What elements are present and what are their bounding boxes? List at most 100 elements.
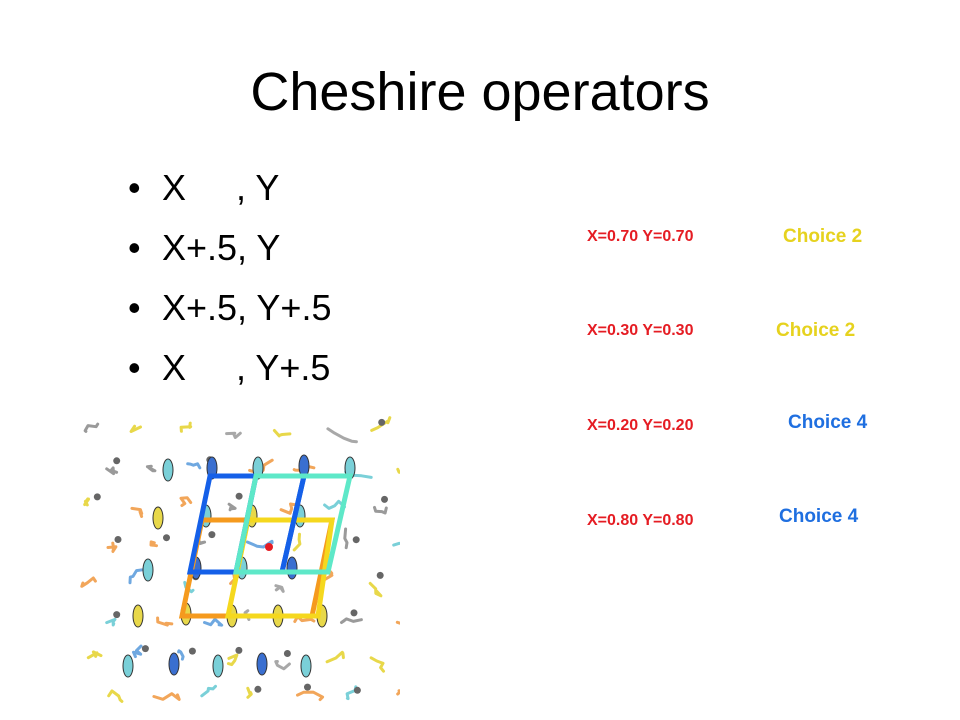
atom-dot: [235, 646, 243, 654]
molecule-fragment: [152, 692, 181, 701]
molecule-fragment: [392, 541, 400, 547]
atom-dot: [254, 685, 262, 693]
molecule-fragment: [86, 650, 103, 660]
atom-dot: [304, 683, 311, 691]
molecule-fragment: [296, 690, 325, 702]
atom-dot: [141, 645, 149, 653]
atom-dot: [378, 418, 386, 426]
unit-cell-orange: [178, 517, 336, 619]
symmetry-axis-marker: [212, 654, 224, 678]
molecule-fragment: [107, 689, 124, 703]
atom-dot: [93, 493, 101, 501]
molecule-fragment: [225, 431, 242, 439]
atom-dot: [381, 495, 388, 503]
symmetry-axis-marker: [168, 652, 180, 676]
choice-label: Choice 2: [783, 226, 863, 247]
molecule-fragment: [200, 684, 217, 698]
molecule-fragment: [323, 499, 346, 510]
symmetry-axis-marker: [132, 604, 144, 628]
molecule-fragment: [203, 617, 224, 627]
molecule-fragment: [186, 462, 202, 470]
molecule-fragment: [370, 416, 392, 432]
bullet-dot: •: [128, 167, 141, 208]
bullet-list: • X , Y • X+.5, Y • X+.5, Y+.5 • X , Y+.5: [128, 158, 331, 398]
molecule-fragment: [343, 527, 349, 550]
choice-label: Choice 4: [779, 506, 859, 527]
molecule-fragment: [274, 660, 291, 671]
molecule-fragment: [245, 539, 274, 549]
molecule-fragment: [368, 581, 383, 598]
origin-point: [265, 543, 273, 551]
molecule-fragment: [226, 653, 239, 667]
molecule-fragment: [145, 464, 157, 473]
atom-dot: [188, 647, 196, 655]
bullet-text: X , Y: [162, 167, 280, 208]
atom-dot: [208, 531, 216, 539]
bullet-text: X+.5, Y: [162, 227, 281, 268]
molecule-fragment: [106, 541, 118, 553]
molecule-fragment: [83, 497, 91, 507]
molecule-fragment: [396, 689, 400, 696]
bullet-dot: •: [128, 287, 141, 328]
molecule-fragment: [83, 422, 100, 433]
molecule-fragment: [325, 650, 345, 664]
symmetry-axis-marker: [152, 506, 164, 530]
molecule-fragment: [177, 649, 185, 661]
coord-label: X=0.70 Y=0.70: [587, 228, 694, 245]
molecule-fragment: [130, 506, 144, 518]
symmetry-axis-marker: [286, 556, 298, 580]
bullet-text: X , Y+.5: [162, 347, 331, 388]
molecule-fragment: [272, 429, 292, 438]
bullet-text: X+.5, Y+.5: [162, 287, 332, 328]
symmetry-axis-marker: [122, 654, 134, 678]
molecule-fragment: [326, 427, 358, 444]
unit-cell-yellow: [224, 517, 335, 619]
unit-cell-cyan: [232, 473, 354, 575]
symmetry-axis-marker: [162, 458, 174, 482]
molecule-fragment: [80, 576, 97, 588]
molecule-fragment: [129, 424, 142, 433]
atom-dot: [283, 650, 291, 657]
molecule-fragment: [369, 656, 385, 673]
molecule-fragment: [373, 505, 388, 515]
symmetry-axis-marker: [256, 652, 268, 676]
bullet-item: • X , Y: [128, 158, 331, 218]
bullet-item: • X , Y+.5: [128, 338, 331, 398]
molecule-fragment: [292, 532, 302, 552]
coord-label: X=0.20 Y=0.20: [587, 417, 694, 434]
coord-label: X=0.80 Y=0.80: [587, 512, 694, 529]
bullet-item: • X+.5, Y: [128, 218, 331, 278]
atom-dot: [350, 609, 358, 617]
molecule-fragment: [132, 644, 143, 659]
bullet-dot: •: [128, 227, 141, 268]
molecule-fragment: [279, 502, 298, 515]
molecule-fragment: [395, 620, 400, 625]
molecule-fragment: [105, 617, 117, 627]
molecule-fragment: [128, 568, 145, 585]
molecule-fragment: [156, 616, 174, 627]
molecule-fragment: [105, 466, 119, 476]
molecule-fragment: [246, 686, 253, 699]
atom-dot: [113, 611, 121, 619]
bullet-item: • X+.5, Y+.5: [128, 278, 331, 338]
atom-dot: [376, 571, 384, 579]
molecule-fragment: [179, 421, 193, 433]
molecule-fragment: [179, 496, 193, 507]
bullet-dot: •: [128, 347, 141, 388]
molecule-fragment: [396, 467, 400, 474]
crystal-packing-diagram-icon: [80, 416, 400, 703]
symmetry-axis-marker: [300, 654, 312, 678]
unit-cell-overlays: [178, 473, 354, 619]
choice-label: Choice 4: [788, 412, 868, 433]
atom-dot: [353, 686, 361, 694]
atom-dot: [352, 536, 360, 544]
slide-title: Cheshire operators: [250, 62, 710, 122]
atom-dot: [113, 457, 121, 465]
atom-dot: [114, 536, 122, 543]
symmetry-axis-marker: [142, 558, 154, 582]
molecule-fragment: [227, 502, 237, 512]
atom-dot: [235, 492, 243, 500]
choice-label: Choice 2: [776, 320, 856, 341]
atom-dot: [163, 534, 170, 542]
molecule-fragment: [340, 617, 363, 624]
